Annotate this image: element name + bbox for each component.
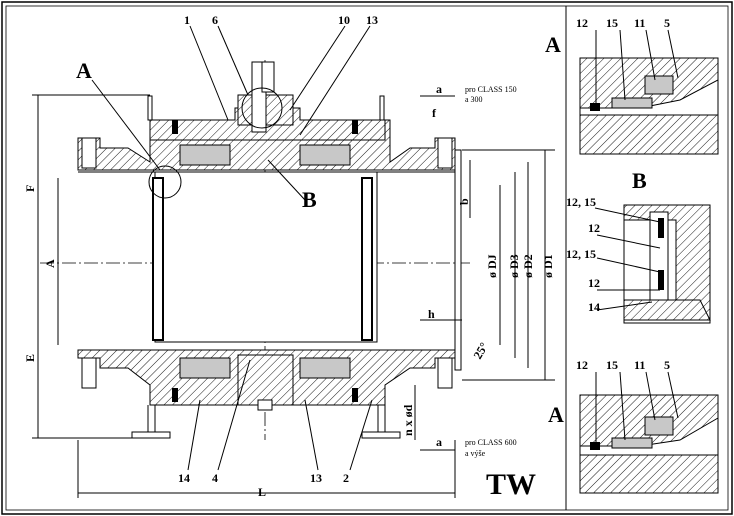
dim-F: F bbox=[23, 185, 37, 192]
part-label-1: 1 bbox=[184, 13, 190, 27]
leader-lines bbox=[91, 25, 373, 471]
detail-b-part-1215-b: 12, 15 bbox=[566, 247, 596, 261]
note-class600-line2: a výše bbox=[465, 449, 486, 458]
top-gray-insert-2 bbox=[299, 144, 351, 166]
dimension-lines bbox=[32, 94, 555, 498]
detail-a-bottom-part-11: 11 bbox=[634, 358, 645, 372]
bottom-bolt-right bbox=[437, 357, 453, 389]
detail-a-bottom bbox=[579, 371, 719, 494]
detail-b-part-14: 14 bbox=[588, 300, 600, 314]
note-class600-line1: pro CLASS 600 bbox=[465, 438, 517, 447]
support-leg-right bbox=[361, 405, 401, 439]
part-label-2: 2 bbox=[343, 471, 349, 485]
dim-D1: ø D1 bbox=[541, 254, 555, 278]
note-class150-line2: a 300 bbox=[465, 95, 483, 104]
part-label-13-top: 13 bbox=[366, 13, 378, 27]
dim-L: L bbox=[258, 485, 266, 499]
detail-a-top-label: A bbox=[545, 32, 561, 57]
dim-f: f bbox=[432, 106, 437, 120]
main-valve-section bbox=[32, 25, 555, 498]
detail-a-top bbox=[579, 29, 719, 155]
dim-a-top: a bbox=[436, 82, 442, 96]
detail-a-top-part-5: 5 bbox=[664, 16, 670, 30]
dim-D3: ø D3 bbox=[507, 254, 521, 278]
ball-bore bbox=[154, 171, 378, 343]
section-label-a-main: A bbox=[76, 58, 92, 83]
support-leg-left bbox=[131, 405, 171, 439]
seal-left-top bbox=[172, 120, 178, 134]
dim-angle: 25° bbox=[470, 340, 491, 362]
detail-a-top-part-11: 11 bbox=[634, 16, 645, 30]
dim-DJ: ø DJ bbox=[485, 254, 499, 278]
detail-a-bottom-label: A bbox=[548, 402, 564, 427]
detail-b bbox=[594, 204, 711, 324]
detail-a-top-part-12: 12 bbox=[576, 16, 588, 30]
drawing-inner-border bbox=[5, 5, 729, 511]
bottom-trunnion bbox=[237, 354, 294, 406]
dim-nxd: n x ød bbox=[401, 404, 415, 436]
bottom-plug bbox=[257, 399, 273, 411]
dim-a-bottom: a bbox=[436, 435, 442, 449]
detail-a-bottom-part-12: 12 bbox=[576, 358, 588, 372]
detail-b-part-12-a: 12 bbox=[588, 221, 600, 235]
stem-top bbox=[261, 61, 275, 93]
detail-b-circle bbox=[241, 87, 283, 129]
right-end-face bbox=[454, 149, 462, 371]
note-class150-line1: pro CLASS 150 bbox=[465, 85, 517, 94]
detail-a-bottom-part-5: 5 bbox=[664, 358, 670, 372]
top-stand-right bbox=[379, 95, 385, 121]
part-label-14: 14 bbox=[178, 471, 190, 485]
dim-h: h bbox=[428, 307, 435, 321]
dim-A: A bbox=[43, 259, 57, 268]
dim-b: b bbox=[457, 198, 471, 205]
part-label-10: 10 bbox=[338, 13, 350, 27]
detail-b-part-12-b: 12 bbox=[588, 276, 600, 290]
dim-E: E bbox=[23, 354, 37, 362]
detail-b-part-1215-a: 12, 15 bbox=[566, 195, 596, 209]
detail-a-circle bbox=[148, 165, 182, 199]
seat-ring-right bbox=[361, 177, 373, 341]
part-label-4: 4 bbox=[212, 471, 218, 485]
bottom-gray-insert bbox=[179, 357, 231, 379]
top-stand-left bbox=[147, 95, 153, 121]
top-bolt-right bbox=[437, 137, 453, 169]
title-tw: TW bbox=[486, 468, 536, 501]
seal-right-top bbox=[352, 120, 358, 134]
section-label-b-main: B bbox=[302, 187, 317, 212]
bottom-bolt-left bbox=[81, 357, 97, 389]
part-label-13-bottom: 13 bbox=[310, 471, 322, 485]
part-label-6: 6 bbox=[212, 13, 218, 27]
top-bolt-left bbox=[81, 137, 97, 169]
top-gray-insert bbox=[179, 144, 231, 166]
bottom-gray-insert-2 bbox=[299, 357, 351, 379]
seat-ring-left bbox=[152, 177, 164, 341]
seal-left-bottom bbox=[172, 388, 178, 402]
detail-b-label: B bbox=[632, 168, 647, 193]
seal-right-bottom bbox=[352, 388, 358, 402]
detail-a-bottom-part-15: 15 bbox=[606, 358, 618, 372]
dim-D2: ø D2 bbox=[521, 254, 535, 278]
detail-a-top-part-15: 15 bbox=[606, 16, 618, 30]
